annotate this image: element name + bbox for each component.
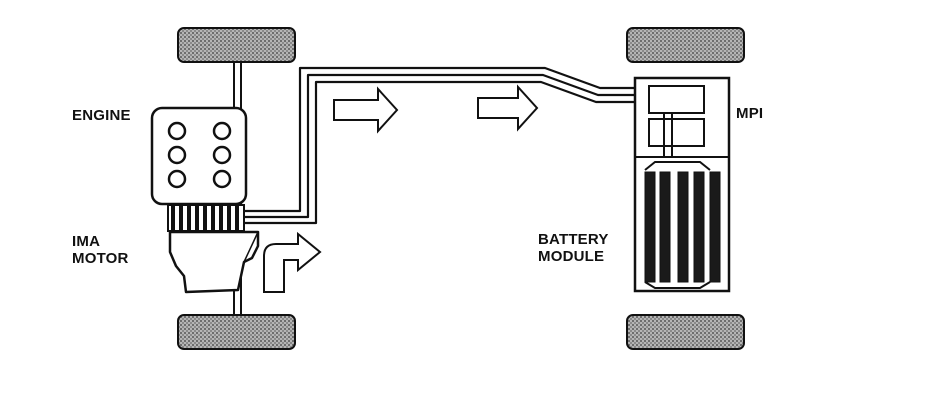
cylinder xyxy=(212,145,232,165)
ima-motor-label: IMA MOTOR xyxy=(72,233,129,267)
battery-cell xyxy=(659,171,671,283)
rear-top-tire xyxy=(626,27,745,63)
engine-label: ENGINE xyxy=(72,107,131,124)
mpi-subunit xyxy=(648,118,705,147)
rear-bottom-tire xyxy=(626,314,745,350)
ima-label-line2: MOTOR xyxy=(72,250,129,267)
cylinder xyxy=(212,169,232,189)
cylinder xyxy=(167,121,187,141)
front-top-tire xyxy=(177,27,296,63)
battery-cells xyxy=(644,171,721,283)
battery-cell xyxy=(677,171,689,283)
cylinder xyxy=(212,121,232,141)
mpi-label: MPI xyxy=(736,105,764,122)
cylinder xyxy=(167,169,187,189)
front-bottom-tire xyxy=(177,314,296,350)
flow-arrow-bent xyxy=(263,231,322,293)
battery-cell xyxy=(693,171,705,283)
battery-label-line1: BATTERY xyxy=(538,231,609,248)
battery-bus-wiring xyxy=(644,161,711,289)
engine-block xyxy=(150,106,248,206)
cylinder xyxy=(167,145,187,165)
flow-arrow xyxy=(477,84,539,132)
mpi-unit xyxy=(648,85,705,114)
battery-cell xyxy=(709,171,721,283)
battery-label-line2: MODULE xyxy=(538,248,605,265)
battery-cell xyxy=(644,171,656,283)
transmission-housing xyxy=(168,230,260,294)
power-cable xyxy=(244,66,650,225)
engine-cylinders xyxy=(167,121,232,189)
ima-label-line1: IMA xyxy=(72,233,101,250)
battery-module-label: BATTERY MODULE xyxy=(538,231,609,265)
flow-arrow xyxy=(333,86,399,134)
ima-motor-ring xyxy=(167,204,245,232)
